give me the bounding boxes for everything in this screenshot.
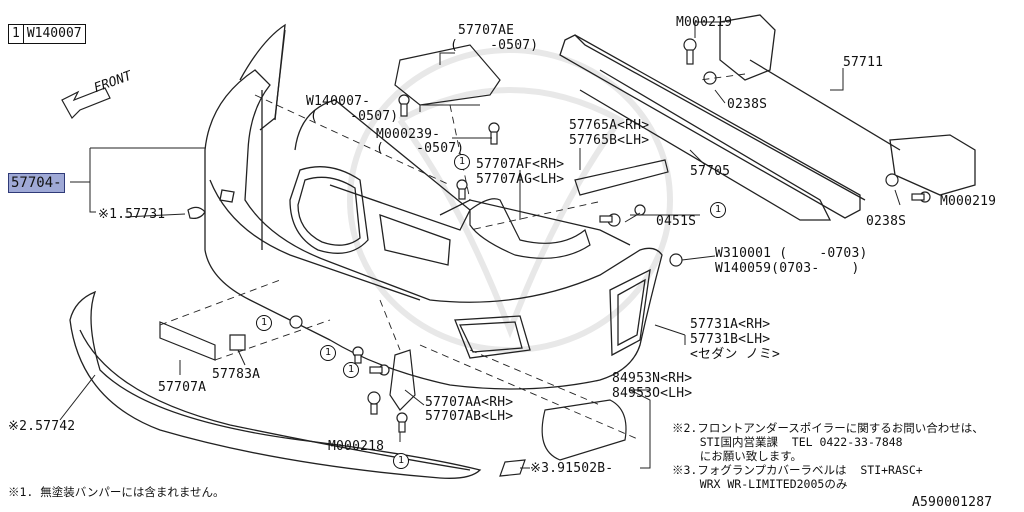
reinforcement-bar (559, 14, 976, 221)
label-57705[interactable]: 57705 (690, 164, 731, 179)
callout-circle: 1 (393, 453, 409, 469)
label-0451S[interactable]: 0451S (656, 214, 697, 229)
label-57711[interactable]: 57711 (843, 55, 884, 70)
label-M000219-top[interactable]: M000219 (676, 15, 733, 30)
front-arrow-icon (61, 87, 111, 119)
reference-circle: 1 (9, 25, 24, 43)
sti-badge-icon (499, 459, 526, 477)
label-84953O[interactable]: 84953O<LH> (612, 386, 693, 401)
callout-circle: 1 (256, 315, 272, 331)
label-57707AA[interactable]: 57707AA<RH> (425, 395, 514, 410)
label-57783A[interactable]: 57783A (212, 367, 261, 382)
label-57707AE-range: ( -0507) (450, 38, 539, 53)
note-2-line-1: ※2.フロントアンダースポイラーに関するお問い合わせは、 (672, 421, 984, 435)
label-W140059[interactable]: W140059(0703- ) (715, 261, 860, 276)
label-57707AE[interactable]: 57707AE (458, 23, 515, 38)
bumper-cover (204, 23, 663, 390)
label-0238S-right[interactable]: 0238S (866, 214, 907, 229)
label-M000219-right[interactable]: M000219 (940, 194, 997, 209)
reference-box: 1 W140007 (8, 24, 86, 44)
label-57765B[interactable]: 57765B<LH> (569, 133, 650, 148)
reference-lines (159, 73, 746, 441)
label-57707AF[interactable]: 57707AF<RH> (476, 157, 565, 172)
label-M000218[interactable]: M000218 (328, 439, 385, 454)
label-91502B[interactable]: ※3.91502B- (530, 461, 614, 476)
reference-code: W140007 (26, 26, 82, 41)
label-W140007-range: ( -0507) (310, 109, 399, 124)
label-57707AG[interactable]: 57707AG<LH> (476, 172, 565, 187)
note-3-line-1: ※3.フォグランプカバーラベルは STI+RASC+ (672, 463, 923, 477)
label-57731[interactable]: ※1.57731 (98, 207, 166, 222)
diagram-id: A590001287 (912, 495, 993, 510)
callout-circle: 1 (320, 345, 336, 361)
label-M000239[interactable]: M000239- (376, 127, 441, 142)
label-57765A[interactable]: 57765A<RH> (569, 118, 650, 133)
note-3-line-2: WRX WR-LIMITED2005のみ (672, 477, 848, 491)
label-M000239-range: ( -0507) (376, 141, 465, 156)
note-2-line-3: にお願い致します。 (672, 449, 803, 463)
label-57707A[interactable]: 57707A (158, 380, 207, 395)
brackets (159, 44, 669, 461)
callout-circle: 1 (343, 362, 359, 378)
label-84953N[interactable]: 84953N<RH> (612, 371, 693, 386)
note-1: ※1. 無塗装バンパーには含まれません。 (8, 485, 225, 499)
label-57731B[interactable]: 57731B<LH> (690, 332, 771, 347)
highlighted-part-57704[interactable]: 57704- (8, 173, 65, 193)
label-0238S-top[interactable]: 0238S (727, 97, 768, 112)
label-57707AB[interactable]: 57707AB<LH> (425, 409, 514, 424)
callout-circle: 1 (710, 202, 726, 218)
label-57742[interactable]: ※2.57742 (8, 419, 76, 434)
label-57731-note: <セダン ノミ> (690, 347, 781, 362)
callout-circle: 1 (454, 154, 470, 170)
label-W140007[interactable]: W140007- (306, 94, 371, 109)
label-57731A[interactable]: 57731A<RH> (690, 317, 771, 332)
watermark-emblem (347, 47, 673, 353)
bolts (187, 38, 931, 433)
label-W310001[interactable]: W310001 ( -0703) (715, 246, 868, 261)
note-2-line-2: STI国内営業課 TEL 0422-33-7848 (672, 435, 903, 449)
